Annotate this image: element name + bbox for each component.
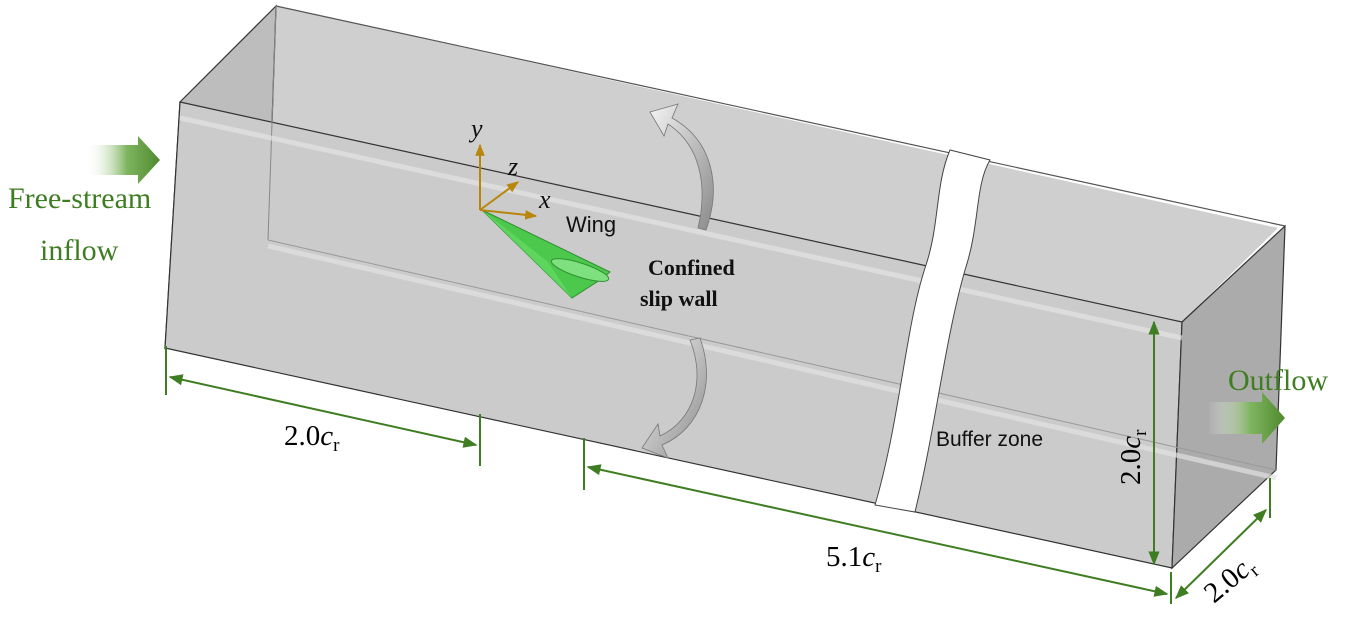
coordinate-axes xyxy=(475,143,538,220)
dim-inlet-value: 2.0 xyxy=(284,420,320,452)
highlight-band-lower xyxy=(267,243,1277,481)
inflow-label-line1: Free-stream xyxy=(8,182,151,215)
axis-y-label: y xyxy=(468,114,483,143)
highlight-band-upper xyxy=(179,115,1183,341)
confined-label-line2: slip wall xyxy=(640,286,718,311)
dim-outlet-label: 5.1cr xyxy=(826,541,882,577)
outflow-label: Outflow xyxy=(1228,364,1328,397)
dim-outlet-sub: r xyxy=(875,556,882,577)
inflow-label-line2: inflow xyxy=(40,234,119,267)
dim-inlet-label: 2.0cr xyxy=(284,420,340,456)
buffer-zone-label: Buffer zone xyxy=(936,428,1043,451)
outflow-arrow xyxy=(1208,392,1285,444)
dim-height-sub: r xyxy=(1130,429,1151,436)
dim-height-value: 2.0 xyxy=(1115,449,1147,485)
wing-model xyxy=(481,209,611,299)
dim-outlet-symbol: c xyxy=(862,541,875,573)
dim-height-symbol: c xyxy=(1115,436,1147,449)
curved-arrow-down xyxy=(641,337,707,459)
curved-arrow-up xyxy=(649,103,714,231)
dim-width-label: 2.0cr xyxy=(1198,549,1264,613)
dim-inlet-sub: r xyxy=(333,435,340,456)
inflow-arrow xyxy=(86,136,160,184)
confined-label-line1: Confined xyxy=(648,255,735,280)
dim-outlet-value: 5.1 xyxy=(826,541,862,573)
dim-height-label: 2.0cr xyxy=(1115,429,1151,485)
back-face xyxy=(180,6,1278,322)
axis-x-label: x xyxy=(538,185,551,214)
dimension-lines xyxy=(165,320,1271,604)
back-bottom-edge xyxy=(267,239,1277,471)
axis-z-label: z xyxy=(507,152,518,181)
back-top-edge xyxy=(275,5,1286,227)
wing-label: Wing xyxy=(566,212,616,237)
back-vertical-edge xyxy=(267,5,277,241)
dim-inlet-symbol: c xyxy=(320,420,333,452)
